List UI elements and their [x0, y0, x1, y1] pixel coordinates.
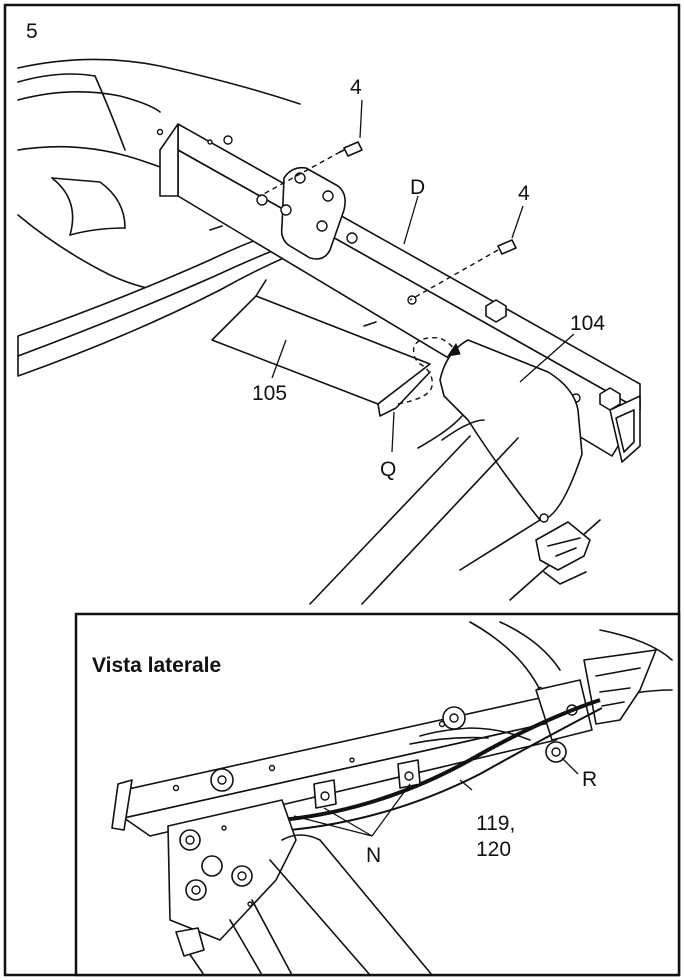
label-frame-d: D: [410, 176, 425, 199]
pin-left: [209, 225, 223, 231]
leader-105: [271, 339, 287, 379]
part-105-cover: [211, 279, 431, 417]
inset-shroud: [469, 621, 673, 725]
part-104-cover: [439, 339, 583, 523]
screw-4-left: [259, 141, 363, 197]
leader-n-3: [293, 815, 373, 837]
leader-4-right: [511, 205, 524, 239]
leader-n-1: [323, 807, 373, 837]
inset-bolts: [210, 706, 466, 792]
leader-r: [561, 757, 579, 775]
inset-wires: [281, 698, 603, 831]
label-part-n: N: [366, 844, 381, 867]
main-assembly-view: 4 4 D 104 105 Q: [17, 58, 641, 605]
inset-title: Vista laterale: [92, 654, 221, 677]
label-part-q: Q: [380, 458, 396, 481]
handlebar-bracket: [280, 166, 346, 260]
leader-104: [519, 333, 575, 383]
label-part-r: R: [582, 768, 597, 791]
label-cables: 119,: [476, 812, 515, 835]
inset-beam: [111, 686, 581, 837]
label-cables-2: 120: [476, 838, 511, 861]
label-part-105: 105: [252, 382, 287, 405]
label-part-104: 104: [570, 312, 605, 335]
inset-n-clips: [313, 759, 421, 809]
label-screw-4-right: 4: [518, 182, 530, 205]
side-view-inset: Vista laterale: [74, 612, 681, 977]
pin-right: [363, 321, 377, 327]
leader-4-left: [359, 99, 363, 139]
leader-119-120: [459, 779, 473, 791]
step-number: 5: [26, 20, 38, 43]
label-screw-4-left: 4: [350, 76, 362, 99]
leader-q: [391, 411, 395, 453]
leader-d: [403, 195, 419, 245]
inset-uprights: [175, 727, 531, 976]
screw-4-right: [409, 239, 517, 301]
inset-lower-bracket: [167, 799, 297, 941]
insert-arrow: [397, 336, 461, 405]
leader-n-2: [371, 783, 411, 837]
upright-legs: [309, 415, 601, 605]
